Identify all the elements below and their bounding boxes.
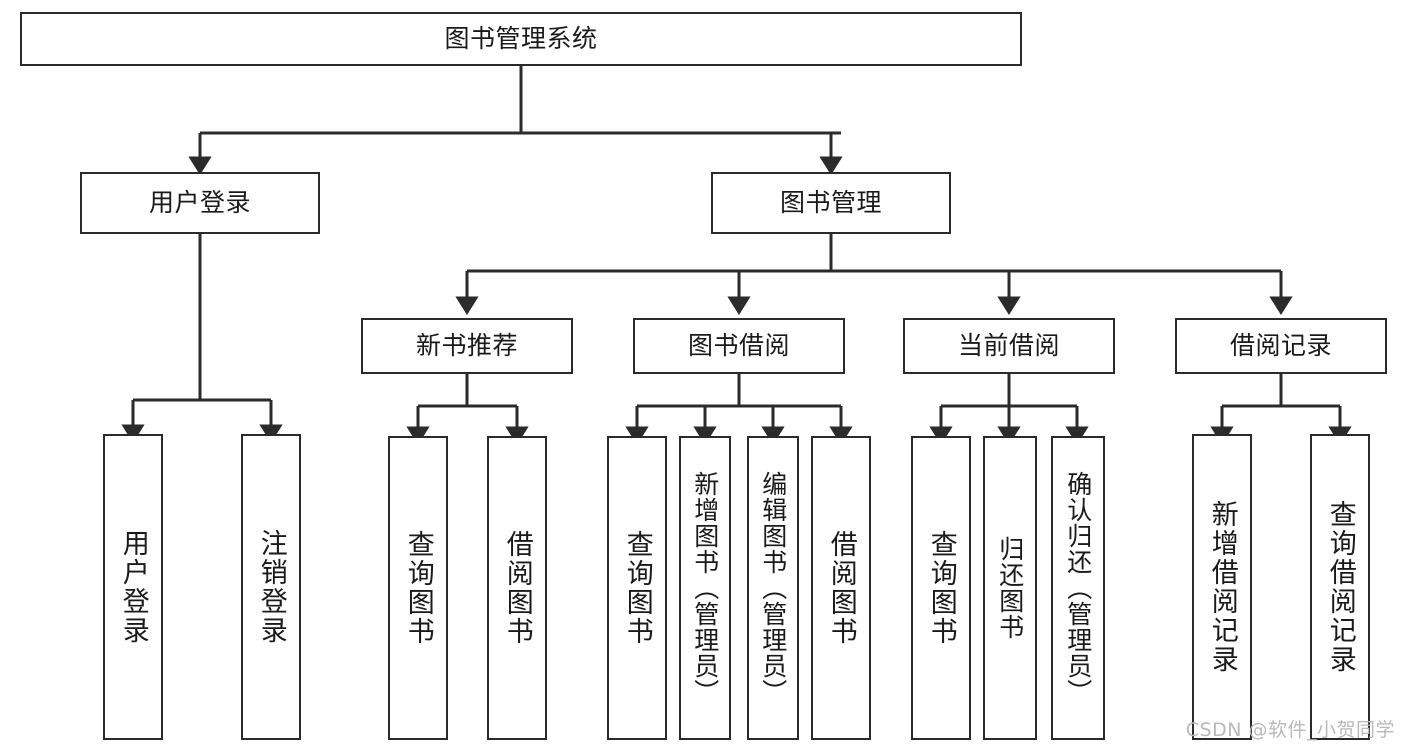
leaf-user-login-login[interactable]: 用户登录 bbox=[103, 434, 163, 740]
node-label: 借阅记录 bbox=[1229, 331, 1332, 361]
node-label: 新增借阅记录 bbox=[1206, 500, 1238, 674]
node-current-borrow[interactable]: 当前借阅 bbox=[903, 318, 1115, 374]
leaf-current-borrow-return[interactable]: 归还图书 bbox=[983, 436, 1037, 740]
leaf-book-borrow-add[interactable]: 新增图书（管理员） bbox=[679, 436, 731, 740]
node-new-book-recommend[interactable]: 新书推荐 bbox=[361, 318, 573, 374]
node-label: 查询借阅记录 bbox=[1324, 500, 1356, 674]
leaf-current-borrow-query[interactable]: 查询图书 bbox=[911, 436, 971, 740]
node-label: 用户登录 bbox=[148, 188, 251, 218]
node-label: 当前借阅 bbox=[957, 331, 1060, 361]
node-label: 查询图书 bbox=[621, 530, 653, 646]
node-user-login[interactable]: 用户登录 bbox=[80, 172, 320, 234]
csdn-watermark: CSDN @软件_小贺同学 bbox=[1185, 719, 1395, 741]
node-book-management[interactable]: 图书管理 bbox=[711, 172, 951, 234]
leaf-new-book-borrow[interactable]: 借阅图书 bbox=[487, 436, 547, 740]
leaf-borrow-record-query[interactable]: 查询借阅记录 bbox=[1310, 434, 1370, 740]
node-label: 借阅图书 bbox=[825, 530, 857, 646]
leaf-borrow-record-add[interactable]: 新增借阅记录 bbox=[1192, 434, 1252, 740]
node-label: 用户登录 bbox=[117, 529, 149, 645]
node-label: 查询图书 bbox=[925, 530, 957, 646]
node-label: 归还图书 bbox=[995, 536, 1025, 640]
leaf-user-login-logout[interactable]: 注销登录 bbox=[241, 434, 301, 740]
leaf-current-borrow-confirm[interactable]: 确认归还（管理员） bbox=[1051, 436, 1105, 740]
node-label: 图书管理系统 bbox=[444, 24, 598, 54]
node-label: 新书推荐 bbox=[415, 331, 518, 361]
node-label: 编辑图书（管理员） bbox=[758, 471, 788, 705]
node-label: 图书借阅 bbox=[687, 331, 790, 361]
node-book-borrow[interactable]: 图书借阅 bbox=[633, 318, 845, 374]
node-label: 借阅图书 bbox=[501, 530, 533, 646]
node-label: 新增图书（管理员） bbox=[690, 471, 720, 705]
node-root-system[interactable]: 图书管理系统 bbox=[20, 12, 1022, 66]
leaf-book-borrow-edit[interactable]: 编辑图书（管理员） bbox=[747, 436, 799, 740]
leaf-book-borrow-query[interactable]: 查询图书 bbox=[607, 436, 667, 740]
leaf-new-book-query[interactable]: 查询图书 bbox=[388, 436, 448, 740]
node-label: 注销登录 bbox=[255, 529, 287, 645]
leaf-book-borrow-borrow[interactable]: 借阅图书 bbox=[811, 436, 871, 740]
node-label: 确认归还（管理员） bbox=[1063, 471, 1093, 705]
node-label: 图书管理 bbox=[779, 188, 882, 218]
node-borrow-record[interactable]: 借阅记录 bbox=[1175, 318, 1387, 374]
node-label: 查询图书 bbox=[402, 530, 434, 646]
